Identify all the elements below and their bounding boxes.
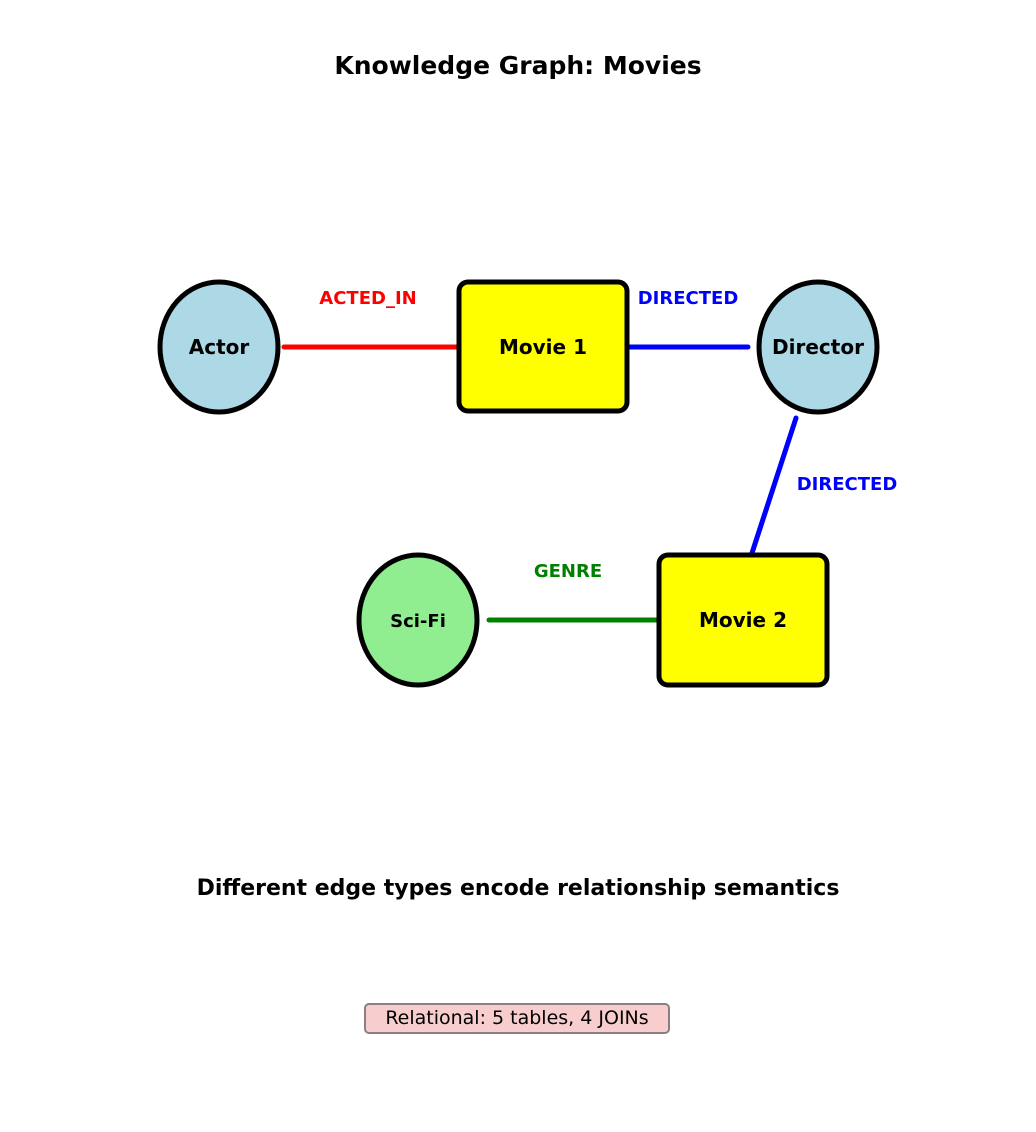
node-movie-1: Movie 1 (456, 279, 630, 414)
relational-comparison-note: Relational: 5 tables, 4 JOINs (364, 1003, 670, 1034)
node-label-movie-1: Movie 1 (499, 335, 587, 359)
node-label-actor: Actor (189, 335, 250, 359)
diagram-title: Knowledge Graph: Movies (334, 51, 701, 80)
node-label-movie-2: Movie 2 (699, 608, 787, 632)
edge-label-directed-1: DIRECTED (638, 288, 739, 309)
node-director: Director (756, 279, 880, 415)
node-sci-fi: Sci-Fi (356, 552, 480, 688)
edge-label-acted-in: ACTED_IN (319, 288, 416, 309)
diagram-subtitle: Different edge types encode relationship… (197, 876, 840, 901)
edge-label-directed-2: DIRECTED (797, 474, 898, 495)
edge-directed-director-movie2 (749, 415, 799, 556)
node-actor: Actor (157, 279, 281, 415)
node-label-director: Director (772, 335, 864, 359)
edge-label-genre: GENRE (534, 561, 602, 582)
node-movie-2: Movie 2 (656, 552, 830, 688)
node-label-sci-fi: Sci-Fi (390, 611, 446, 632)
